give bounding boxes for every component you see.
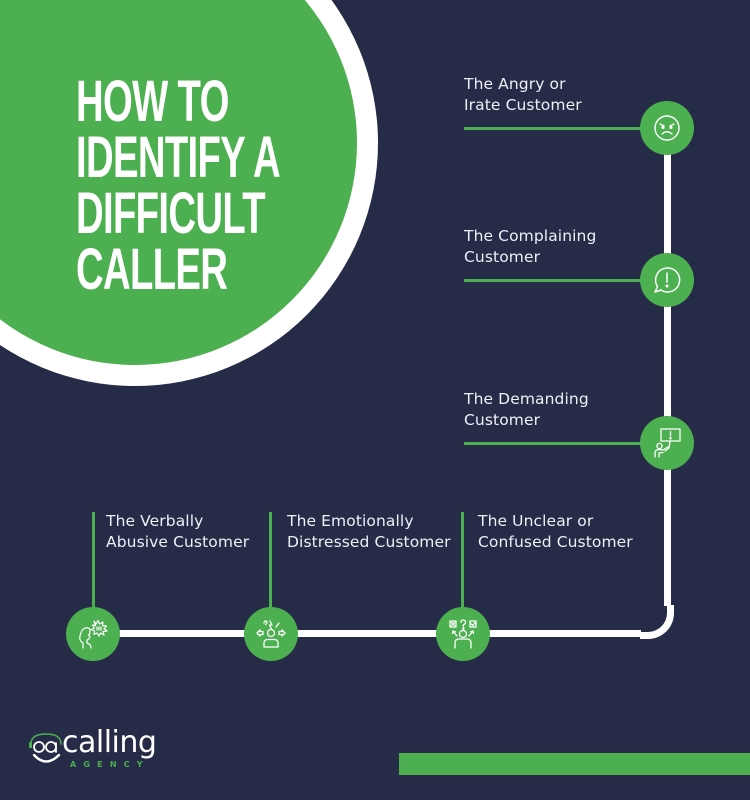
step-node-angry — [640, 101, 694, 155]
speech-bubble-exclamation-icon — [654, 267, 681, 293]
timeline-vertical — [664, 150, 671, 606]
title-line-4: CALLER — [76, 237, 228, 302]
step-label-line2: Abusive Customer — [106, 533, 250, 551]
step-label-line1: The Unclear or — [478, 512, 594, 530]
step-label-line1: The Demanding — [464, 390, 589, 408]
timeline-horizontal — [93, 630, 641, 637]
angry-face-icon — [654, 115, 680, 141]
logo-subtext: AGENCY — [70, 760, 150, 769]
step-distressed: The Emotionally Distressed Customer — [287, 511, 451, 553]
step-label-line2: Irate Customer — [464, 96, 582, 114]
step-node-distressed — [244, 607, 298, 661]
step-node-confused — [436, 607, 490, 661]
title-line-1: HOW TO — [76, 69, 229, 134]
step-label-line2: Confused Customer — [478, 533, 633, 551]
confused-person-choices-icon — [449, 619, 477, 649]
step-connector — [464, 442, 644, 445]
step-label-line1: The Verbally — [106, 512, 204, 530]
footer-accent-bar — [399, 753, 750, 775]
page-title: HOW TO IDENTIFY A DIFFICULT CALLER — [76, 69, 281, 302]
distressed-person-icon — [256, 620, 286, 648]
step-label-line1: The Emotionally — [287, 512, 414, 530]
step-demanding: The Demanding Customer — [464, 389, 589, 431]
step-abusive: The Verbally Abusive Customer — [106, 511, 249, 553]
title-line-2: IDENTIFY A — [76, 125, 281, 190]
shouting-person-icon — [79, 619, 108, 649]
step-connector — [464, 279, 644, 282]
step-connector — [461, 512, 464, 608]
timeline-corner — [640, 605, 674, 639]
step-connector — [269, 512, 272, 608]
person-holding-sign-icon — [654, 428, 681, 458]
step-angry: The Angry or Irate Customer — [464, 74, 582, 116]
step-label-line2: Customer — [464, 248, 541, 266]
step-node-complaining — [640, 253, 694, 307]
step-label-line1: The Angry or — [464, 75, 566, 93]
step-label-line1: The Complaining — [464, 227, 597, 245]
logo — [26, 730, 66, 770]
title-line-3: DIFFICULT — [76, 181, 266, 246]
step-connector — [464, 127, 644, 130]
step-label-line2: Distressed Customer — [287, 533, 451, 551]
step-node-demanding — [640, 416, 694, 470]
logo-wordmark: calling — [62, 725, 157, 760]
step-node-abusive — [66, 607, 120, 661]
step-confused: The Unclear or Confused Customer — [478, 511, 633, 553]
calling-agency-logo-icon — [29, 733, 62, 763]
step-complaining: The Complaining Customer — [464, 226, 596, 268]
step-label-line2: Customer — [464, 411, 541, 429]
step-connector — [92, 512, 95, 608]
